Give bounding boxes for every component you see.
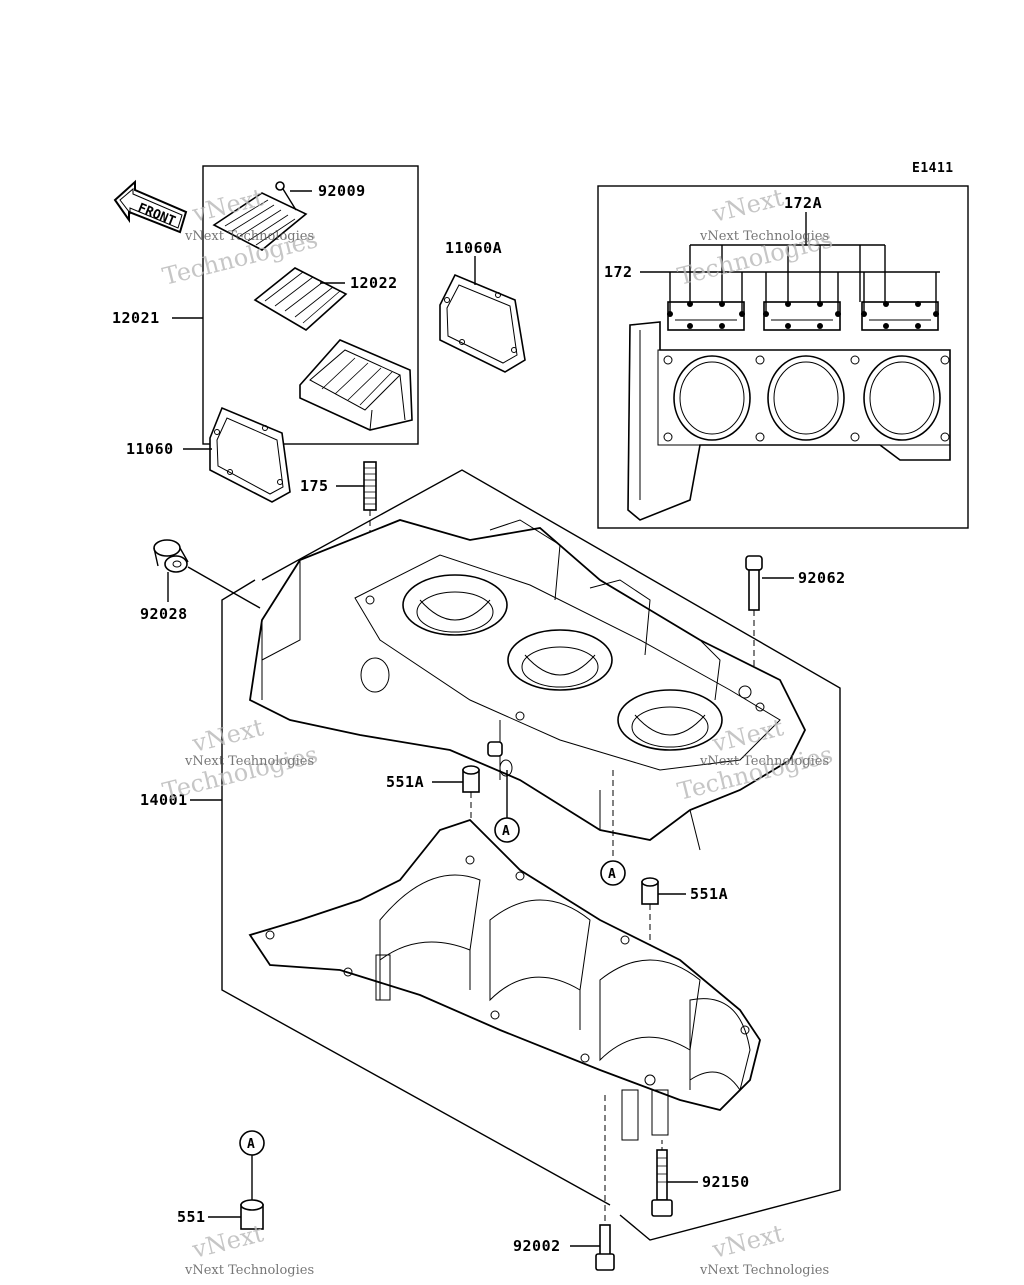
watermark-3: vNext Technologies vNext Technologies [160,713,321,806]
callout-92150: 92150 [702,1173,750,1191]
callout-551a-upper: 551A [386,773,424,791]
callout-92002: 92002 [513,1237,561,1255]
callout-14001: 14001 [140,791,188,809]
callout-172: 172 [604,263,633,281]
bolt-92062 [745,555,763,705]
svg-text:vNext Technologies: vNext Technologies [699,754,829,769]
reference-marker-a-2 [600,860,626,886]
leader-172 [640,271,940,314]
diagram-code: E1411 [912,161,954,176]
svg-text:vNext: vNext [709,183,787,228]
screw-92009 [275,181,297,211]
dowel-551 [240,1199,264,1230]
upper-crankcase [249,519,807,851]
callout-92028: 92028 [140,605,188,623]
svg-text:vNext Technologies: vNext Technologies [184,229,314,244]
cylinder-block-inset-box [597,185,969,529]
callout-12022: 12022 [350,274,398,292]
bolt-92002 [595,1095,615,1271]
callout-92062: 92062 [798,569,846,587]
watermark-5: vNext vNext Technologies [184,1219,314,1278]
bolt-92150 [651,1140,673,1217]
crankcase-group-bracket [221,579,611,1206]
callout-175: 175 [300,477,329,495]
callout-172a: 172A [784,194,822,212]
callout-551: 551 [177,1208,206,1226]
gasket-11060a [439,273,526,373]
reference-marker-a-3-label: A [247,1137,255,1152]
callout-11060a: 11060A [445,239,502,257]
reference-marker-a-1-label: A [502,824,510,839]
svg-text:vNext: vNext [709,1219,787,1264]
svg-text:Technologies: Technologies [160,740,321,806]
lower-crankcase [248,818,761,1141]
reference-marker-a-2-label: A [608,867,616,882]
callout-551a-lower: 551A [690,885,728,903]
callout-11060: 11060 [126,440,174,458]
svg-text:vNext Technologies: vNext Technologies [184,1263,314,1278]
reed-valve-block [299,339,413,431]
svg-text:vNext Technologies: vNext Technologies [184,754,314,769]
callout-12021: 12021 [112,309,160,327]
svg-text:vNext: vNext [189,713,267,758]
cylinder-block-inset-drawing [627,301,951,521]
crankcase-group-bracket-upper [261,469,841,1241]
front-direction-arrow-icon: FRONT [113,179,188,234]
reed-valve-group-box [202,165,419,445]
plug-92028 [153,539,189,573]
watermark-6: vNext vNext Technologies [699,1219,829,1278]
svg-text:vNext Technologies: vNext Technologies [699,1263,829,1278]
svg-text:vNext Technologies: vNext Technologies [699,229,829,244]
reed-stopper-plate [212,192,308,251]
callout-92009: 92009 [318,182,366,200]
reed-petals-12022 [253,267,348,331]
gasket-11060 [209,406,291,503]
leader-172a [689,212,886,302]
reference-marker-a-1 [494,817,520,843]
